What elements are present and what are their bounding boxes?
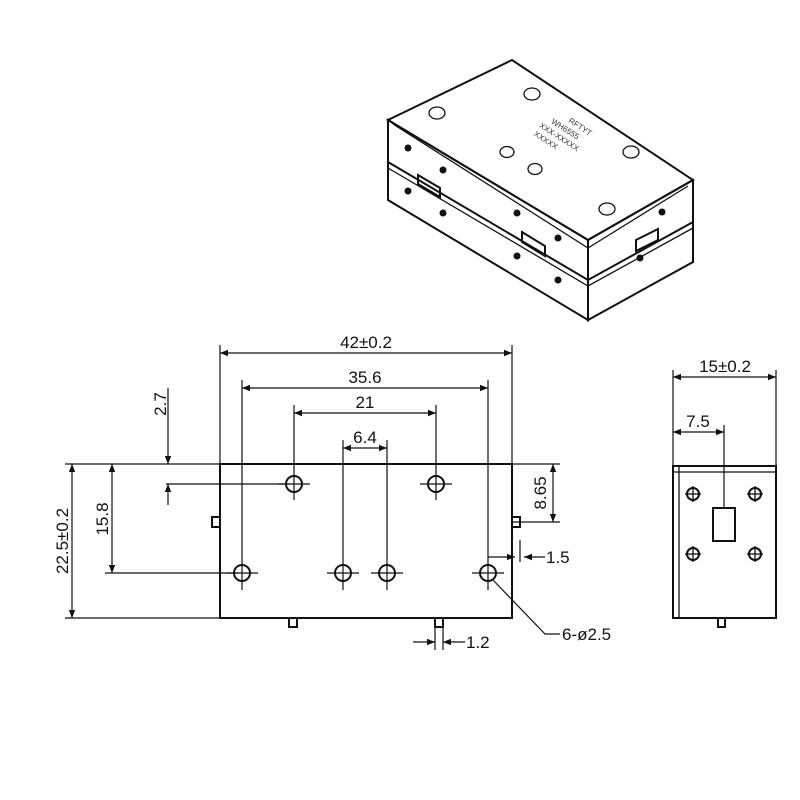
bottom-pin bbox=[288, 617, 298, 628]
front-holes bbox=[226, 475, 504, 582]
isometric-seam bbox=[387, 161, 694, 282]
side-view: 15±0.2 7.5 bbox=[672, 357, 777, 628]
bottom-pin bbox=[434, 617, 444, 628]
front-view: 42±0.2 35.6 21 6.4 2.7 22.5±0.2 15.8 8.6… bbox=[53, 333, 611, 652]
dim-hole-row-height: 15.8 bbox=[93, 502, 112, 535]
isometric-connectors bbox=[417, 173, 659, 258]
side-hole bbox=[439, 166, 447, 174]
side-hole bbox=[636, 254, 644, 262]
isometric-top-lip bbox=[392, 123, 689, 249]
isometric-side-holes bbox=[404, 144, 666, 284]
dim-overall-width: 42±0.2 bbox=[340, 333, 392, 352]
dim-outer-hole-span: 35.6 bbox=[348, 368, 381, 387]
extension-lines bbox=[65, 345, 560, 650]
front-body-outline bbox=[219, 463, 513, 619]
dim-top-offset: 2.7 bbox=[151, 392, 170, 416]
connector-tab bbox=[417, 173, 441, 199]
side-hole bbox=[513, 252, 521, 260]
dim-center-hole-span: 6.4 bbox=[353, 428, 377, 447]
side-hole bbox=[747, 486, 763, 502]
side-connector bbox=[712, 507, 736, 542]
dim-upper-hole-span: 21 bbox=[356, 393, 375, 412]
dim-pin-width: 1.2 bbox=[466, 633, 490, 652]
side-hole bbox=[554, 234, 562, 242]
side-hole bbox=[685, 546, 701, 562]
side-bottom-pin bbox=[717, 617, 726, 628]
isometric-top-holes bbox=[428, 87, 640, 216]
isometric-view: RFTYT WH6555 XXX-XXXXX XXXXX bbox=[385, 58, 695, 322]
side-hole bbox=[513, 209, 521, 217]
dim-overall-height: 22.5±0.2 bbox=[53, 508, 72, 574]
top-hole bbox=[622, 145, 640, 159]
isometric-label: RFTYT WH6555 XXX-XXXXX XXXXX bbox=[532, 116, 593, 153]
dim-pin-offset: 1.5 bbox=[546, 548, 570, 567]
top-hole bbox=[523, 87, 541, 101]
dim-depth: 15±0.2 bbox=[699, 357, 751, 376]
side-hole bbox=[404, 187, 412, 195]
top-hole bbox=[527, 162, 543, 176]
connector-tab bbox=[635, 227, 659, 253]
side-hole bbox=[404, 144, 412, 152]
connector-tab bbox=[521, 230, 546, 258]
hole-callout-leader bbox=[491, 578, 560, 635]
isometric-seam-inner bbox=[387, 167, 694, 287]
dim-hole-callout: 6-ø2.5 bbox=[562, 625, 611, 644]
side-holes bbox=[685, 486, 763, 562]
top-hole bbox=[499, 145, 515, 159]
top-hole bbox=[598, 202, 616, 216]
side-hole bbox=[685, 486, 701, 502]
side-hole bbox=[658, 208, 666, 216]
dim-line-pin-offset bbox=[488, 540, 545, 562]
side-hole bbox=[554, 276, 562, 284]
dim-right-hole-height: 8.65 bbox=[531, 476, 550, 509]
side-hole bbox=[439, 209, 447, 217]
isometric-right-face bbox=[587, 178, 694, 322]
side-hole bbox=[747, 546, 763, 562]
dim-center: 7.5 bbox=[686, 412, 710, 431]
top-hole bbox=[428, 106, 446, 120]
left-tab bbox=[211, 516, 221, 528]
